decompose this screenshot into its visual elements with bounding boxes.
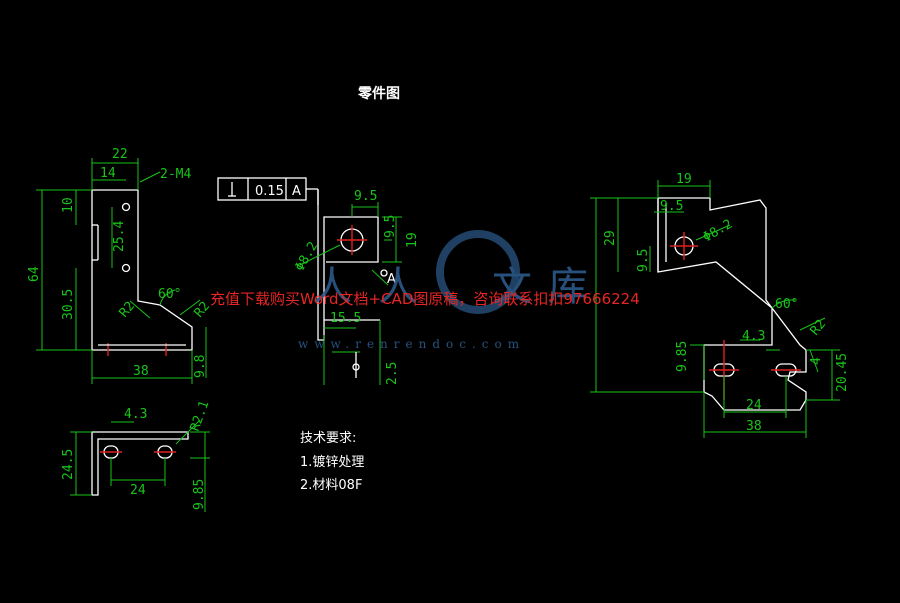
dim-r2-1: R2.1 — [188, 399, 213, 434]
dim-9-85: 9.85 — [192, 479, 207, 510]
dim-9-85-right: 9.85 — [675, 341, 690, 372]
dim-9-5-top: 9.5 — [354, 189, 377, 204]
note-item-2: 2.材料08F — [300, 478, 362, 493]
dim-10: 10 — [61, 197, 76, 213]
datum-label: A — [387, 272, 396, 287]
dim-25-4: 25.4 — [112, 221, 127, 252]
watermark-site: www.renrendoc.com — [298, 337, 525, 351]
dim-r2-a: R2 — [117, 299, 139, 321]
dim-r2-right: R2 — [808, 317, 830, 339]
drawing-title: 零件图 — [357, 85, 400, 102]
dim-30-5: 30.5 — [61, 289, 76, 320]
tolerance-value: 0.15 — [255, 184, 284, 199]
view-bottom-left: 4.3 R2.1 24.5 24 9.85 — [61, 399, 212, 512]
technical-notes: 技术要求: 1.镀锌处理 2.材料08F — [300, 431, 364, 493]
dim-29: 29 — [603, 230, 618, 246]
dim-20-45: 20.45 — [835, 353, 850, 392]
watermark-text: 充值下载购买Word文档+CAD图原稿，咨询联系扣扣97666224 — [210, 290, 640, 308]
dim-2-m4: 2-M4 — [160, 167, 191, 182]
dim-38-right: 38 — [746, 419, 762, 434]
dim-15-5: 15.5 — [330, 311, 361, 326]
dim-19: 19 — [405, 232, 420, 248]
dim-4-3: 4.3 — [124, 407, 147, 422]
dim-9-8: 9.8 — [193, 355, 208, 378]
watermark-char-1: 人 — [312, 264, 352, 310]
view-right: 19 9.5 Φ8.2 29 9.5 60° R2 4.3 9.85 4 20.… — [590, 172, 850, 438]
dim-60deg: 60° — [158, 287, 181, 302]
watermark-logo-ring — [436, 230, 520, 314]
watermark: 人 人 文 库 www.renrendoc.com 充值下载购买Word文档+C… — [210, 230, 640, 351]
dim-22: 22 — [112, 147, 128, 162]
dim-64: 64 — [27, 266, 42, 282]
tolerance-datum: A — [292, 184, 301, 199]
view-side-middle: 0.15 A 9.5 9.5 19 Φ8.2 15.5 2.5 A — [217, 177, 420, 385]
note-item-1: 1.镀锌处理 — [300, 454, 364, 470]
dim-14: 14 — [100, 166, 116, 181]
dim-9-5-right-side: 9.5 — [636, 249, 651, 272]
watermark-char-2: 人 — [378, 264, 418, 310]
dim-19-right: 19 — [676, 172, 692, 187]
dim-2-5: 2.5 — [385, 362, 400, 385]
dim-phi-8-2-right: Φ8.2 — [701, 217, 736, 246]
dim-4-right: 4 — [809, 357, 824, 365]
dim-24-5: 24.5 — [61, 449, 76, 480]
dim-9-5-right-top: 9.5 — [660, 199, 683, 214]
view-front-left: 22 14 2-M4 10 25.4 64 30.5 R2 60° R2 38 … — [27, 147, 213, 384]
dim-60deg-right: 60° — [775, 297, 798, 312]
watermark-char-4: 库 — [548, 264, 588, 310]
dim-38: 38 — [133, 364, 149, 379]
watermark-char-3: 文 — [492, 264, 532, 310]
dim-4-3-right: 4.3 — [742, 329, 765, 344]
notes-heading: 技术要求: — [300, 431, 356, 446]
dim-24-right: 24 — [746, 398, 762, 413]
dim-24: 24 — [130, 483, 146, 498]
dim-9-5-side: 9.5 — [383, 215, 398, 238]
